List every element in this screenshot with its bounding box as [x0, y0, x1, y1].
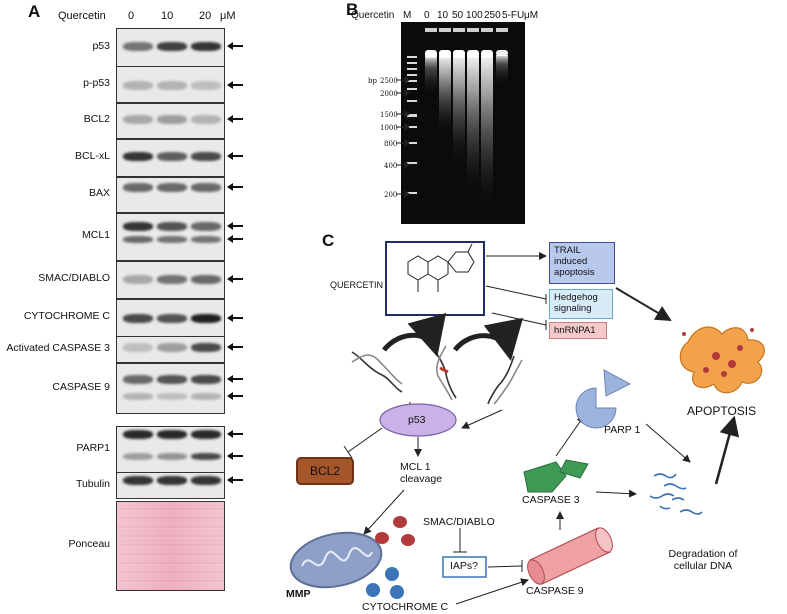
hnrnpa1-box: hnRNPA1	[549, 322, 607, 339]
caspase-3-label: CASPASE 3	[522, 494, 580, 506]
curved-arrow-icon-2	[455, 336, 510, 356]
dna-fragments-icon	[650, 474, 702, 514]
bcl2-label: BCL2	[310, 464, 340, 478]
mmp-label: MMP	[286, 588, 311, 600]
quercetin-label: QUERCETIN	[330, 280, 383, 290]
iaps-label: IAPs?	[450, 560, 478, 572]
caspase-9-icon	[524, 525, 616, 586]
hedgehog-box: Hedgehog signaling	[549, 289, 613, 319]
apoptotic-cell-icon	[680, 327, 764, 393]
smac-diablo-dots	[375, 516, 415, 546]
parp-1-icon	[576, 370, 630, 428]
apoptosis-label: APOPTOSIS	[687, 404, 756, 418]
mcl1-cleavage-label: MCL 1 cleavage	[400, 461, 452, 485]
p53-label: p53	[408, 414, 426, 426]
trail-box: TRAIL induced apoptosis	[549, 242, 615, 284]
smac-diablo-label: SMAC/DIABLO	[423, 516, 495, 528]
dna-helix-icon	[352, 346, 522, 404]
caspase-3-icon	[524, 460, 588, 492]
parp-1-label: PARP 1	[604, 424, 640, 436]
dna-degradation-label: Degradation of cellular DNA	[664, 548, 742, 572]
cytochrome-c-label: CYTOCHROME C	[362, 601, 448, 613]
caspase-9-label: CASPASE 9	[526, 585, 584, 597]
curved-arrow-icon	[384, 335, 436, 352]
